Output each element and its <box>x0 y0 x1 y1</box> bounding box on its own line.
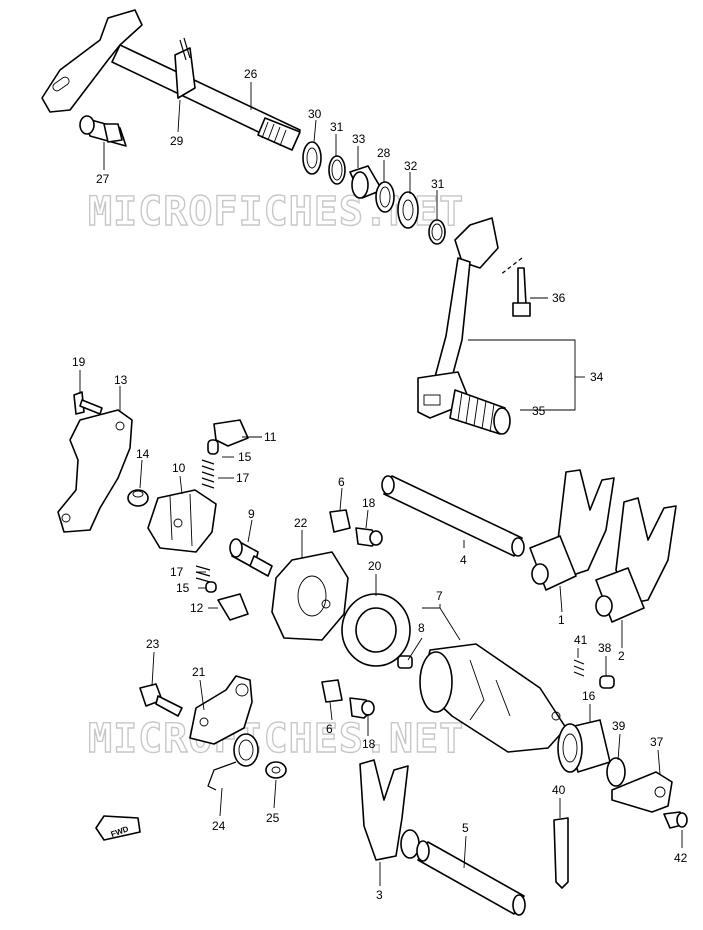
washer-32 <box>397 191 419 229</box>
shift-fork-1 <box>529 469 615 591</box>
label-13: 13 <box>114 373 128 387</box>
gearshift-arm-plate <box>57 409 133 533</box>
shaft-return-spring <box>174 37 196 99</box>
plate-collar <box>127 489 149 507</box>
label-21: 21 <box>192 665 206 679</box>
stopper-screw-upper <box>355 527 383 547</box>
label-25: 25 <box>266 811 280 825</box>
label-27: 27 <box>96 172 110 186</box>
spring-17-upper <box>201 459 215 489</box>
cam-guide-pin <box>229 538 273 577</box>
label-22: 22 <box>294 516 308 530</box>
label-31a: 31 <box>330 120 344 134</box>
gearshift-cam <box>419 643 567 753</box>
label-9: 9 <box>248 507 255 521</box>
label-17b: 17 <box>170 565 184 579</box>
label-30: 30 <box>308 107 322 121</box>
label-36: 36 <box>552 291 566 305</box>
label-10: 10 <box>172 461 186 475</box>
label-12: 12 <box>190 601 204 615</box>
gearshift-lever <box>417 217 499 419</box>
label-5: 5 <box>462 821 469 835</box>
label-20: 20 <box>368 559 382 573</box>
label-38: 38 <box>598 641 612 655</box>
shift-lever-rubber <box>449 389 511 435</box>
label-16: 16 <box>582 689 596 703</box>
shift-fork-2 <box>595 497 677 623</box>
stopper-arm-bolt <box>139 683 183 717</box>
label-32: 32 <box>404 159 418 173</box>
label-14: 14 <box>136 447 150 461</box>
stopper-arm-spring <box>207 733 259 791</box>
forward-direction-badge: FWD <box>95 815 141 841</box>
needle-bearing-33 <box>349 165 383 199</box>
label-8: 8 <box>418 621 425 635</box>
label-29: 29 <box>170 134 184 148</box>
label-1: 1 <box>558 613 565 627</box>
label-15a: 15 <box>238 450 252 464</box>
cam-stopper-arm <box>189 675 253 745</box>
pin-15-upper <box>207 439 219 455</box>
label-6a: 6 <box>338 475 345 489</box>
gearshift-cam-driven <box>147 489 217 553</box>
label-34: 34 <box>590 370 604 384</box>
label-2: 2 <box>618 649 625 663</box>
gearshift-cam-plate <box>271 551 349 641</box>
label-24: 24 <box>212 819 226 833</box>
oil-seal-28 <box>375 181 395 213</box>
label-39: 39 <box>612 719 626 733</box>
cam-stopper-pawl-upper <box>213 419 249 447</box>
spring-17-lower <box>195 565 211 583</box>
label-35: 35 <box>532 404 546 418</box>
stopper-plate-upper <box>329 509 351 533</box>
cam-stopper-pawl-lower <box>217 593 249 621</box>
stopper-screw-lower <box>349 697 375 719</box>
label-15b: 15 <box>176 581 190 595</box>
label-19: 19 <box>72 355 86 369</box>
label-33: 33 <box>352 132 366 146</box>
cam-bearing <box>341 593 411 667</box>
label-28: 28 <box>377 146 391 160</box>
watermark-bottom: MICROFICHES.NET <box>88 716 464 762</box>
wiring-clamp <box>553 817 569 889</box>
neutral-contact-38 <box>599 675 615 689</box>
plate-screw <box>73 391 103 415</box>
label-6b: 6 <box>326 722 333 736</box>
label-26: 26 <box>244 67 258 81</box>
label-37: 37 <box>650 735 664 749</box>
label-4: 4 <box>460 553 467 567</box>
neutral-switch-spring <box>573 659 585 677</box>
leader-lines <box>79 82 683 886</box>
part-number-labels: 26 29 27 30 31 33 28 32 31 36 34 35 19 1… <box>72 67 688 902</box>
gearshift-shaft <box>41 9 301 151</box>
pin-15-lower <box>205 581 217 593</box>
lever-bolt <box>499 257 531 317</box>
label-31b: 31 <box>431 177 445 191</box>
label-3: 3 <box>376 888 383 902</box>
stopper-plate-lower <box>321 679 343 703</box>
label-42: 42 <box>674 851 688 865</box>
washer-30 <box>302 141 322 175</box>
shift-fork-3 <box>359 759 420 861</box>
label-41: 41 <box>574 633 588 647</box>
fork-shaft-lower <box>416 840 526 916</box>
label-11: 11 <box>264 430 277 444</box>
gear-position-sensor <box>611 771 673 813</box>
label-17a: 17 <box>236 471 250 485</box>
cam-end-bearing <box>557 719 611 773</box>
label-18b: 18 <box>362 737 376 751</box>
fork-shaft-upper <box>381 475 525 557</box>
stopper-arm-washer <box>265 761 287 779</box>
label-7: 7 <box>436 589 443 603</box>
o-ring-39 <box>606 757 626 787</box>
sensor-screw <box>663 811 688 829</box>
label-23: 23 <box>146 637 160 651</box>
label-40: 40 <box>552 783 566 797</box>
label-18a: 18 <box>362 496 376 510</box>
stopper-pin-bolt <box>79 115 127 147</box>
